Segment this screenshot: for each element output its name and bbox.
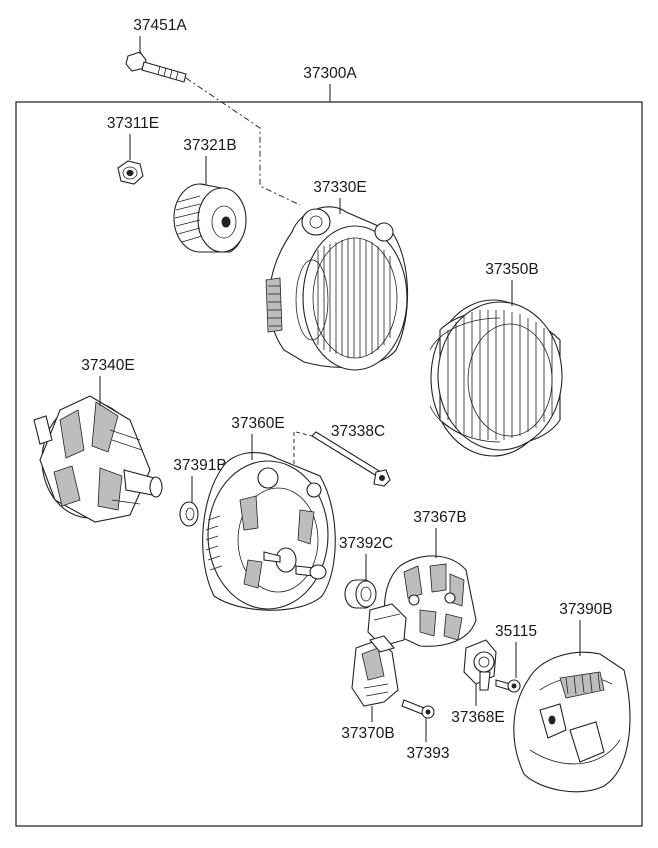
part-regulator <box>351 635 399 707</box>
part-pulley <box>173 183 247 253</box>
label-37370B: 37370B <box>341 725 394 742</box>
assembly-frame <box>15 101 643 827</box>
part-rear-cover <box>513 651 631 793</box>
part-washer <box>179 501 199 527</box>
part-through-bolt <box>125 51 187 83</box>
dash-37338C <box>295 431 313 437</box>
part-stator <box>429 299 563 457</box>
label-37360E: 37360E <box>231 415 284 432</box>
label-37330E: 37330E <box>313 179 366 196</box>
part-rotor <box>33 395 163 523</box>
label-37300A: 37300A <box>303 65 357 82</box>
label-37368E: 37368E <box>451 709 504 726</box>
label-37393: 37393 <box>406 745 449 762</box>
part-stud-bolt <box>311 431 391 487</box>
part-rear-bracket <box>202 452 336 611</box>
label-37321B: 37321B <box>183 137 236 154</box>
part-rectifier <box>367 555 477 647</box>
label-37338C: 37338C <box>331 423 385 440</box>
part-screw <box>495 679 521 693</box>
label-37392C: 37392C <box>339 535 393 552</box>
part-pulley-nut <box>117 160 144 185</box>
label-37340E: 37340E <box>81 357 134 374</box>
part-front-bracket <box>265 206 409 371</box>
label-35115: 35115 <box>495 623 537 640</box>
label-37451A: 37451A <box>133 17 187 34</box>
label-37367B: 37367B <box>413 509 466 526</box>
part-brush-holder <box>463 639 497 691</box>
label-37350B: 37350B <box>485 261 538 278</box>
dash-37451A <box>185 77 301 206</box>
part-regulator-screw <box>401 699 435 719</box>
label-37311E: 37311E <box>107 115 159 132</box>
label-37390B: 37390B <box>559 601 612 618</box>
part-bearing <box>344 579 377 609</box>
label-37391B: 37391B <box>173 457 226 474</box>
